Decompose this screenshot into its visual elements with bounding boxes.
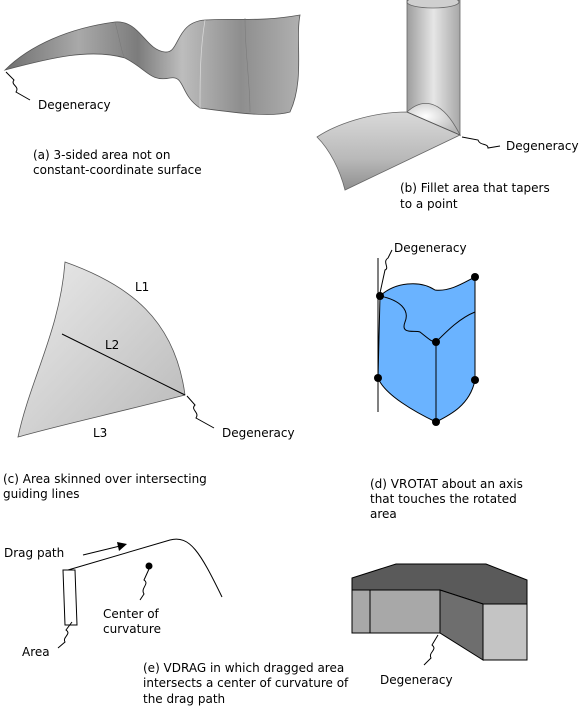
degeneracy-leader-d	[379, 249, 393, 294]
caption-e-line2: intersects a center of curvature of	[143, 676, 349, 690]
keypoint	[471, 376, 479, 384]
area-leader	[57, 621, 73, 649]
rotated-area	[377, 276, 476, 423]
solid-front-left-face	[351, 589, 441, 634]
panel-a: Degeneracy (a) 3-sided area not on const…	[3, 14, 301, 177]
caption-c-line1: (c) Area skinned over intersecting	[3, 472, 207, 486]
line-label-l3: L3	[93, 426, 107, 440]
solid-front-right-face	[482, 603, 528, 661]
fillet-area	[406, 102, 461, 136]
degeneracy-leader-f	[423, 634, 439, 666]
panel-d: Degeneracy (d) VROTAT about an axis that…	[370, 241, 523, 521]
center-of-curvature-point	[145, 562, 153, 570]
keypoint	[376, 292, 384, 300]
caption-d-line2: that touches the rotated	[370, 492, 517, 506]
center-label-line1: Center of	[103, 607, 160, 621]
keypoint	[432, 338, 440, 346]
degeneracy-label-b: Degeneracy	[506, 139, 579, 153]
caption-a-line1: (a) 3-sided area not on	[33, 148, 171, 162]
degeneracy-leader-c	[186, 395, 215, 429]
keypoint	[471, 273, 479, 281]
keypoint	[432, 418, 440, 426]
panel-b: Degeneracy (b) Fillet area that tapers t…	[316, 0, 579, 211]
area-label: Area	[22, 645, 50, 659]
degeneracy-label-f: Degeneracy	[380, 673, 453, 687]
caption-e-line3: the drag path	[143, 692, 225, 706]
degeneracy-label-c: Degeneracy	[222, 426, 295, 440]
caption-e-line1: (e) VDRAG in which dragged area	[143, 661, 344, 675]
drag-path-label: Drag path	[4, 546, 64, 560]
caption-d-line1: (d) VROTAT about an axis	[370, 477, 523, 491]
keypoint	[374, 374, 382, 382]
dragged-area	[62, 569, 78, 626]
drag-path	[67, 538, 223, 598]
panel-f: Degeneracy	[351, 563, 528, 687]
degeneracy-label-d: Degeneracy	[394, 241, 467, 255]
center-label-line2: curvature	[103, 622, 161, 636]
caption-b-line1: (b) Fillet area that tapers	[400, 181, 550, 195]
twisted-surface	[3, 14, 301, 115]
caption-c-line2: guiding lines	[3, 487, 79, 501]
line-label-l2: L2	[105, 338, 119, 352]
degeneracy-label-a: Degeneracy	[38, 98, 111, 112]
caption-a-line2: constant-coordinate surface	[33, 163, 202, 177]
panel-c: L1 L2 L3 Degeneracy (c) Area skinned ove…	[3, 261, 295, 501]
degeneracy-leader-b	[461, 136, 501, 149]
center-leader	[139, 568, 150, 601]
skinned-area	[17, 261, 186, 438]
caption-b-line2: to a point	[400, 197, 458, 211]
degeneracy-leader-a	[5, 71, 31, 101]
guiding-line-l2	[61, 333, 186, 396]
panel-e: Drag path Center of curvature Area (e) V…	[4, 538, 349, 706]
drag-arrow	[82, 545, 121, 556]
caption-d-line3: area	[370, 507, 397, 521]
drag-arrow-head	[117, 542, 127, 551]
line-label-l1: L1	[135, 280, 149, 294]
